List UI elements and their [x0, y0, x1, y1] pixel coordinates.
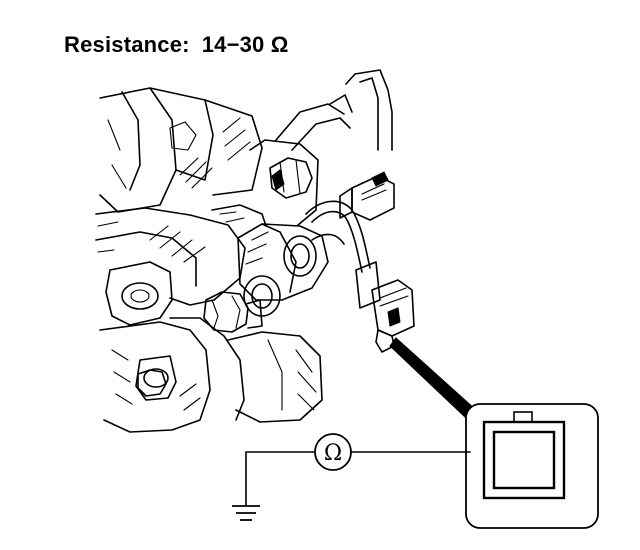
- ohmmeter-symbol[interactable]: Ω: [314, 433, 352, 471]
- ohmmeter-circuit: [245, 451, 471, 506]
- test-harness-connector[interactable]: [355, 261, 415, 353]
- connector-terminal-closeup: [465, 403, 599, 529]
- resistance-spec: Resistance: 14−30 Ω: [64, 32, 289, 58]
- resistance-value: 14−30 Ω: [201, 32, 289, 57]
- terminal-callout-leader: [389, 337, 477, 419]
- engine-block-illustration: [95, 69, 393, 433]
- resistance-label: Resistance:: [64, 32, 190, 57]
- sensor-connector-upper: [339, 171, 395, 221]
- ohm-symbol-label: Ω: [324, 441, 342, 466]
- ground-symbol: [232, 505, 260, 521]
